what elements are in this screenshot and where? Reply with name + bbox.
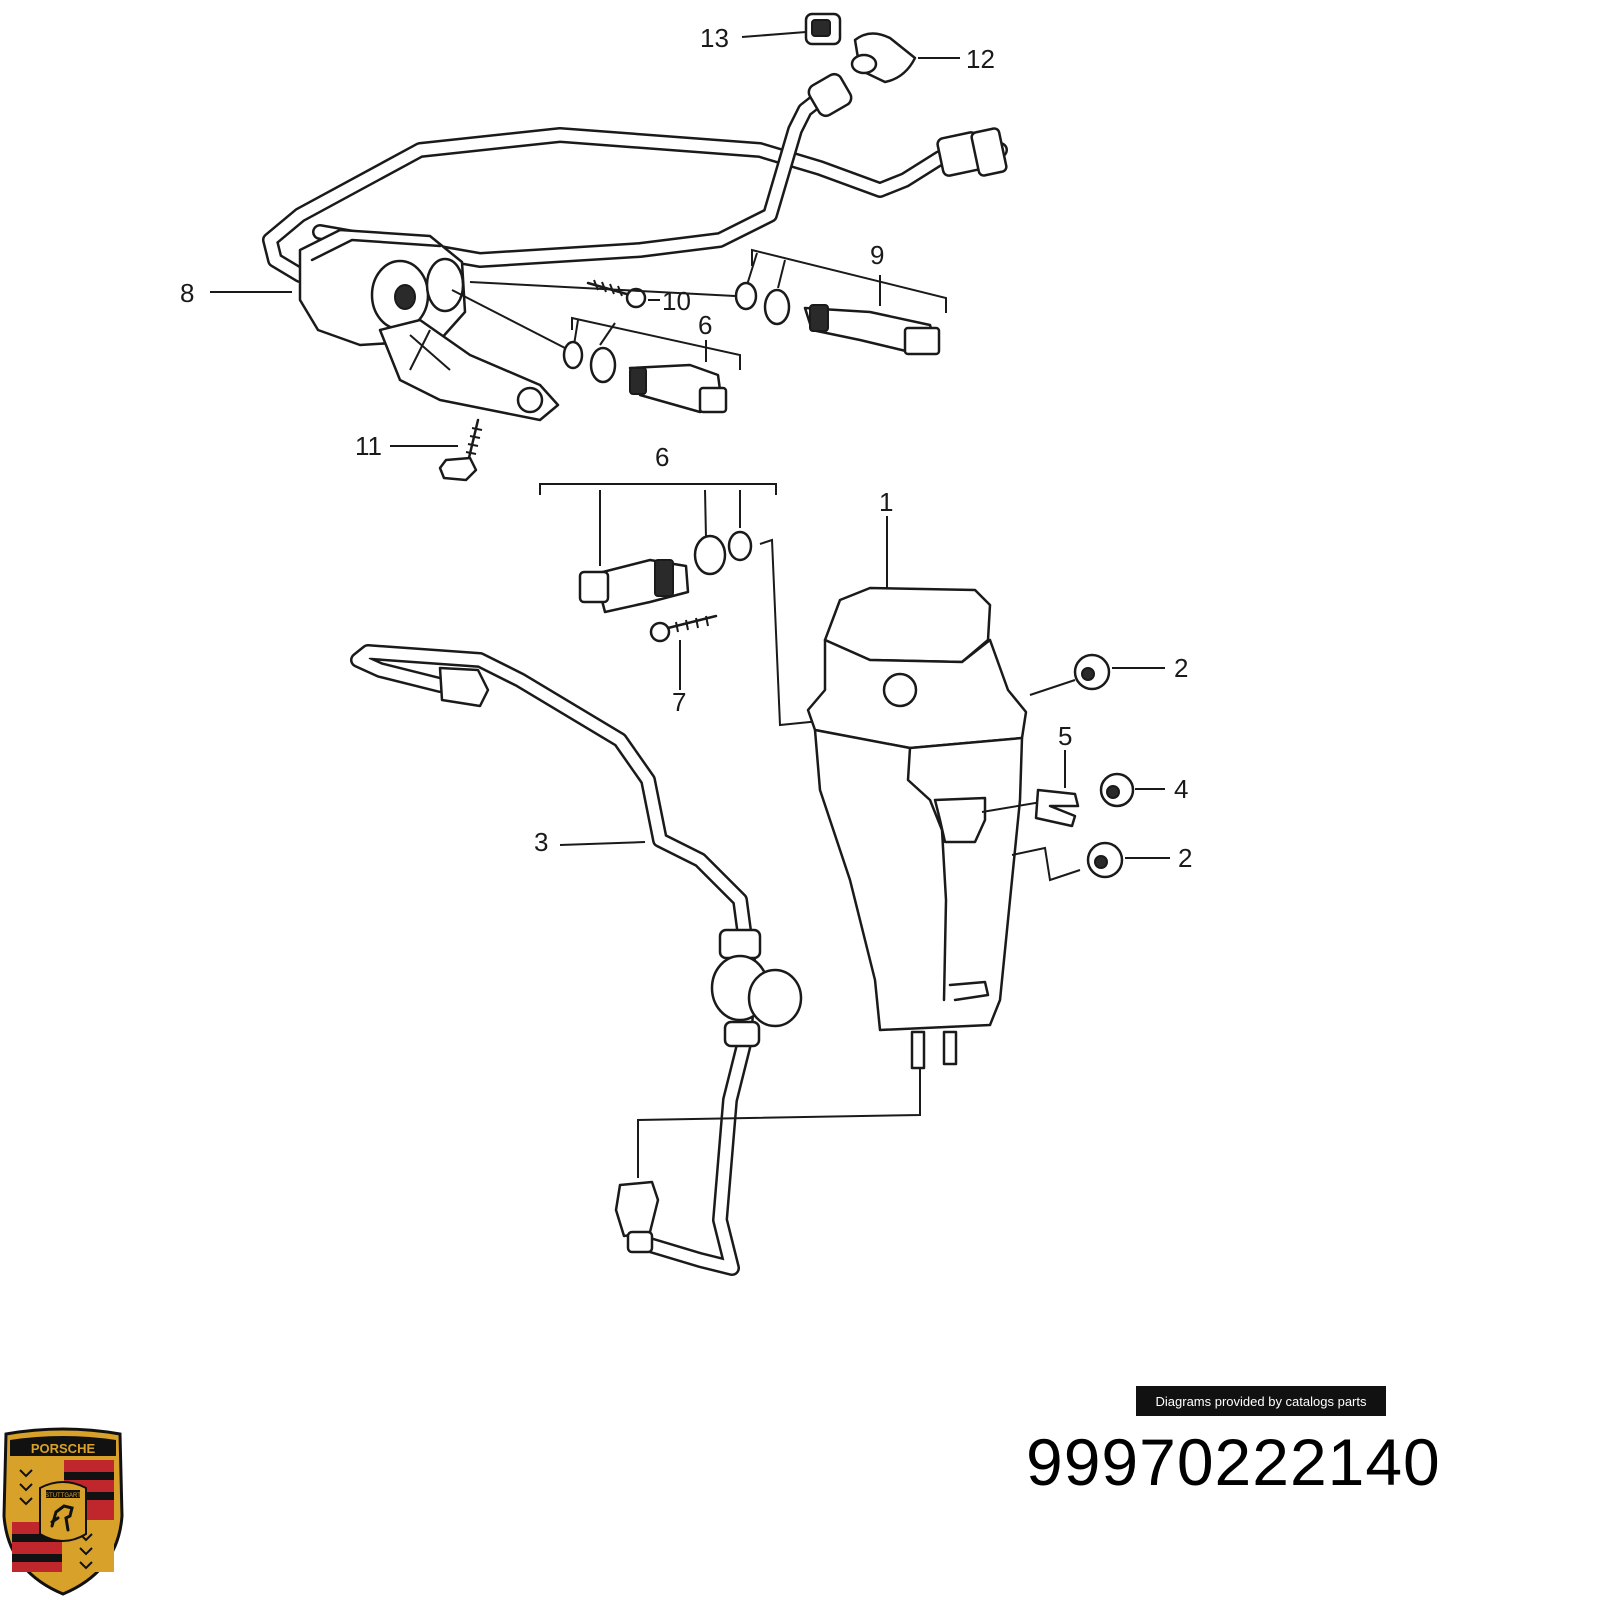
callout-10: 10 <box>662 286 691 316</box>
porsche-crest-logo: PORSCHE STUTTGART <box>2 1427 124 1596</box>
callout-6-lower: 6 <box>655 442 669 472</box>
part-12-elbow <box>850 32 960 84</box>
part-7-screw <box>649 614 718 690</box>
part-13-cap <box>741 12 842 46</box>
part-6-lower-valve <box>539 483 831 727</box>
part-1-canister <box>806 516 1081 1070</box>
part-8-bracket <box>210 228 560 422</box>
callout-13: 13 <box>700 23 729 53</box>
part-11-bolt <box>390 418 483 482</box>
part-number: 99970222140 <box>1026 1425 1441 1499</box>
part-9-sensor <box>469 248 947 356</box>
part-10-screw <box>586 279 660 309</box>
callout-9: 9 <box>870 240 884 270</box>
part-6-upper-valve <box>451 289 741 414</box>
callout-2-lower: 2 <box>1178 843 1192 873</box>
part-2-grommet-lower <box>1086 841 1170 879</box>
callout-4: 4 <box>1174 774 1188 804</box>
callout-3: 3 <box>534 827 548 857</box>
part-3-hose <box>350 644 921 1276</box>
part-5-clip <box>1034 750 1080 828</box>
callout-1: 1 <box>879 487 893 517</box>
part-4-nut <box>1099 772 1165 808</box>
callout-6-upper: 6 <box>698 310 712 340</box>
upper-hose-assembly <box>262 72 1008 283</box>
logo-wordmark: PORSCHE <box>31 1441 96 1456</box>
callout-7: 7 <box>672 687 686 717</box>
callout-2-upper: 2 <box>1174 653 1188 683</box>
callout-8: 8 <box>180 278 194 308</box>
callout-11: 11 <box>355 431 382 461</box>
logo-stuttgart-text: STUTTGART <box>45 1493 81 1499</box>
callout-5: 5 <box>1058 721 1072 751</box>
horse-icon <box>50 1504 74 1532</box>
callout-12: 12 <box>966 44 995 74</box>
diagram-credit-banner: Diagrams provided by catalogs parts <box>1136 1386 1386 1416</box>
part-2-grommet-upper <box>1073 653 1165 691</box>
